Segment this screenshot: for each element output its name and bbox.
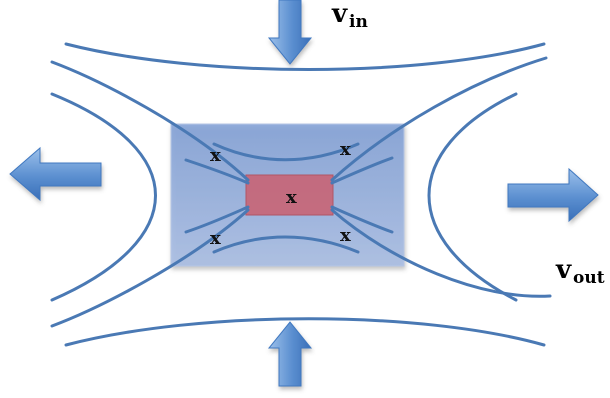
field-line-right-bottom: [330, 208, 552, 298]
label-v-in: v in: [331, 0, 368, 32]
label-v-out-main: v: [555, 255, 572, 285]
field-line-inner-bottom: [212, 235, 360, 254]
field-line-right-top: [330, 56, 548, 182]
field-line-inner-right-top: [330, 156, 394, 185]
arrow-down-icon: [267, 0, 313, 65]
label-v-in-main: v: [331, 0, 348, 29]
field-line-inner-right-bottom: [330, 205, 394, 234]
field-line-inner-left-bottom: [184, 205, 250, 234]
field-line-inner-top: [212, 142, 360, 162]
arrow-right-icon: [507, 167, 599, 223]
label-v-in-sub: in: [349, 12, 368, 32]
x-marker-top-left: x: [210, 145, 221, 166]
x-marker-center: x: [286, 187, 297, 208]
field-line-bottom: [64, 317, 546, 347]
field-line-right-outflow: [427, 92, 518, 302]
field-lines: [50, 42, 552, 347]
field-line-top: [64, 42, 546, 71]
x-marker-bottom-right: x: [340, 225, 351, 246]
x-marker-bottom-left: x: [210, 228, 221, 249]
field-line-left-bottom: [50, 208, 250, 328]
arrow-up-icon: [267, 321, 313, 387]
label-v-out: v out: [555, 255, 605, 288]
x-point-region-box: [245, 174, 334, 216]
field-line-left-top: [50, 60, 250, 182]
label-v-out-sub: out: [573, 268, 605, 288]
arrow-left-icon: [9, 146, 102, 202]
x-marker-top-right: x: [340, 139, 351, 160]
field-line-left-outflow: [50, 92, 157, 302]
field-line-inner-left-top: [184, 158, 250, 185]
